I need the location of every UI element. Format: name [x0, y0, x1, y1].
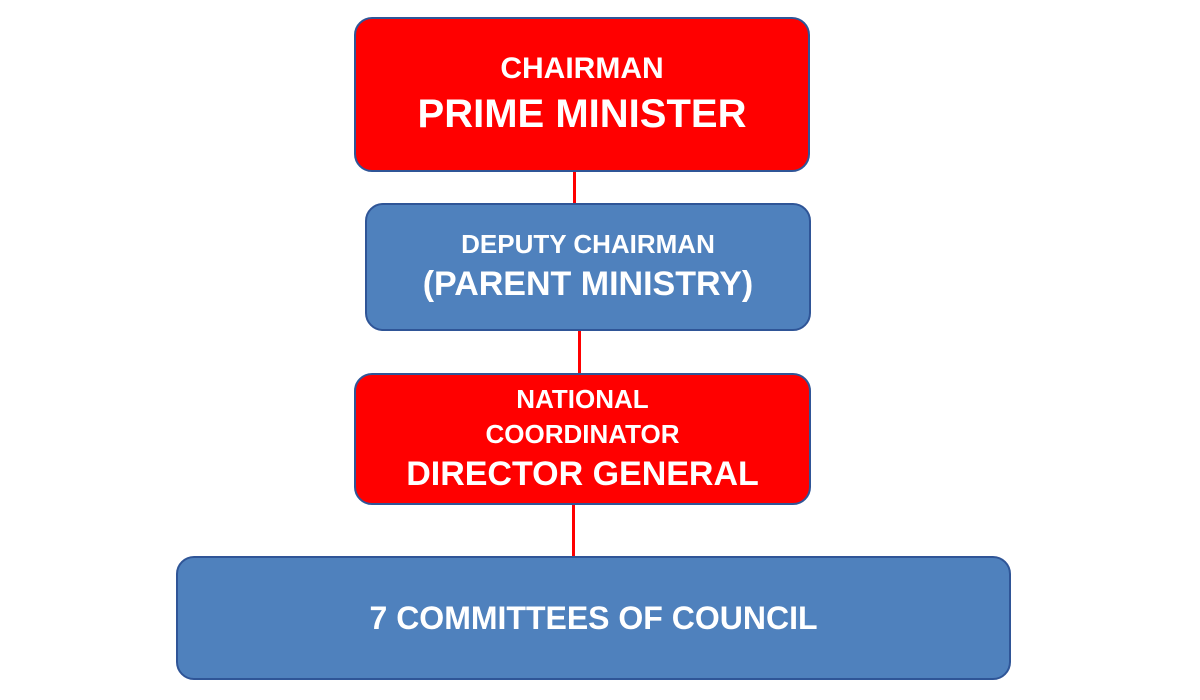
deputy-chairman-box: DEPUTY CHAIRMAN (PARENT MINISTRY) [365, 203, 811, 331]
chairman-title: PRIME MINISTER [417, 92, 747, 136]
deputy-role: DEPUTY CHAIRMAN [461, 229, 715, 260]
deputy-title: (PARENT MINISTRY) [422, 265, 754, 304]
committees-title: 7 COMMITTEES OF COUNCIL [369, 599, 818, 636]
connector-chairman-deputy [573, 170, 576, 208]
coordinator-role-line2: COORDINATOR [485, 418, 680, 449]
chairman-role: CHAIRMAN [500, 52, 664, 85]
coordinator-title: DIRECTOR GENERAL [406, 455, 759, 493]
chairman-box: CHAIRMAN PRIME MINISTER [354, 17, 810, 172]
committees-box: 7 COMMITTEES OF COUNCIL [176, 556, 1011, 680]
connector-coordinator-committees [572, 503, 575, 558]
national-coordinator-box: NATIONAL COORDINATOR DIRECTOR GENERAL [354, 373, 811, 505]
connector-deputy-coordinator [578, 328, 581, 376]
coordinator-role-line1: NATIONAL [516, 383, 649, 414]
